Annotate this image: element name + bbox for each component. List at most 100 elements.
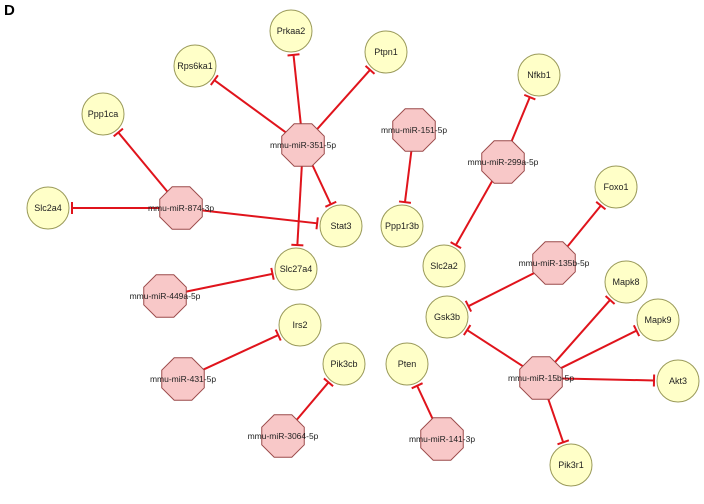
gene-label: Mapk8 bbox=[612, 277, 639, 287]
edge-m351-Stat3 bbox=[312, 164, 336, 207]
gene-label: Ppp1ca bbox=[88, 109, 119, 119]
gene-label: Ppp1r3b bbox=[385, 221, 419, 231]
edge-line bbox=[511, 97, 530, 142]
gene-label: Mapk9 bbox=[644, 315, 671, 325]
gene-label: Slc27a4 bbox=[280, 264, 313, 274]
mirna-label: mmu-miR-151-5p bbox=[381, 125, 447, 135]
edge-m299-Slc2a2 bbox=[451, 180, 493, 248]
edge-line bbox=[548, 398, 563, 442]
gene-node[interactable]: Pik3cb bbox=[323, 343, 365, 385]
edge-m15b-Gsk3b bbox=[464, 325, 524, 367]
gene-label: Pik3r1 bbox=[558, 460, 584, 470]
gene-node[interactable]: Prkaa2 bbox=[270, 10, 312, 52]
gene-node[interactable]: Ppp1ca bbox=[82, 93, 124, 135]
edge-m15b-Akt3 bbox=[562, 374, 654, 386]
edge-m874-Slc2a4 bbox=[72, 202, 160, 214]
mirna-label: mmu-miR-299a-5p bbox=[468, 157, 539, 167]
gene-label: Pten bbox=[398, 359, 417, 369]
mirna-label: mmu-miR-141-3p bbox=[409, 434, 475, 444]
edge-m874-Ppp1ca bbox=[114, 129, 168, 192]
mirna-label: mmu-miR-3064-5p bbox=[248, 431, 319, 441]
edge-line bbox=[202, 335, 278, 370]
mirna-node[interactable]: mmu-miR-874-3p bbox=[148, 187, 214, 230]
edge-m135-Gsk3b bbox=[466, 272, 536, 311]
gene-node[interactable]: Nfkb1 bbox=[518, 54, 560, 96]
gene-label: Slc2a4 bbox=[34, 203, 62, 213]
edge-m3064-Pik3cb bbox=[297, 378, 333, 420]
edge-line bbox=[555, 300, 610, 362]
mirna-label: mmu-miR-874-3p bbox=[148, 203, 214, 213]
edge-line bbox=[567, 206, 601, 247]
gene-label: Irs2 bbox=[292, 320, 307, 330]
mirna-node[interactable]: mmu-miR-299a-5p bbox=[468, 141, 539, 184]
edge-m351-Prkaa2 bbox=[288, 54, 301, 124]
edge-m449-Slc27a4 bbox=[186, 268, 274, 292]
gene-node[interactable]: Stat3 bbox=[320, 205, 362, 247]
gene-node[interactable]: Ptpn1 bbox=[365, 31, 407, 73]
gene-node[interactable]: Mapk8 bbox=[605, 261, 647, 303]
panel-label: D bbox=[4, 2, 15, 19]
inhibition-bar bbox=[316, 217, 317, 229]
mirna-label: mmu-miR-449a-5p bbox=[130, 291, 201, 301]
edge-m15b-Pik3r1 bbox=[548, 398, 569, 444]
mirna-label: mmu-miR-15b-5p bbox=[508, 373, 574, 383]
mirna-node[interactable]: mmu-miR-141-3p bbox=[409, 418, 475, 461]
edge-m351-Slc27a4 bbox=[291, 166, 303, 245]
edge-line bbox=[294, 55, 301, 124]
edge-line bbox=[312, 164, 331, 204]
mirna-label: mmu-miR-135b-5p bbox=[519, 258, 590, 268]
gene-node[interactable]: Ppp1r3b bbox=[381, 205, 423, 247]
mirna-node[interactable]: mmu-miR-431-5p bbox=[150, 358, 216, 401]
gene-node[interactable]: Rps6ka1 bbox=[174, 45, 216, 87]
edge-line bbox=[214, 80, 286, 132]
edge-line bbox=[405, 151, 411, 202]
edge-line bbox=[297, 382, 329, 420]
gene-node[interactable]: Gsk3b bbox=[426, 296, 468, 338]
inhibition-bar bbox=[288, 54, 300, 55]
gene-node[interactable]: Mapk9 bbox=[637, 299, 679, 341]
inhibition-bar bbox=[291, 245, 303, 246]
edge-line bbox=[118, 132, 167, 191]
gene-node[interactable]: Pik3r1 bbox=[550, 444, 592, 486]
edge-line bbox=[456, 180, 493, 245]
edge-line bbox=[467, 330, 523, 367]
edge-m351-Ptpn1 bbox=[317, 66, 375, 129]
gene-node[interactable]: Foxo1 bbox=[595, 166, 637, 208]
gene-label: Nfkb1 bbox=[527, 70, 551, 80]
gene-label: Foxo1 bbox=[603, 182, 628, 192]
gene-label: Stat3 bbox=[330, 221, 351, 231]
gene-node[interactable]: Slc27a4 bbox=[275, 248, 317, 290]
mirna-node[interactable]: mmu-miR-135b-5p bbox=[519, 242, 590, 285]
edge-m431-Irs2 bbox=[202, 330, 281, 371]
gene-label: Rps6ka1 bbox=[177, 61, 213, 71]
mirna-label: mmu-miR-351-5p bbox=[270, 140, 336, 150]
mirna-node[interactable]: mmu-miR-3064-5p bbox=[248, 415, 319, 458]
gene-node[interactable]: Pten bbox=[386, 343, 428, 385]
gene-label: Akt3 bbox=[669, 376, 687, 386]
inhibition-bar bbox=[399, 201, 411, 202]
inhibition-bar bbox=[271, 268, 273, 280]
edge-line bbox=[317, 70, 370, 129]
gene-label: Gsk3b bbox=[434, 312, 460, 322]
edge-m15b-Mapk8 bbox=[555, 296, 615, 362]
gene-node[interactable]: Irs2 bbox=[279, 304, 321, 346]
gene-node[interactable]: Akt3 bbox=[657, 360, 699, 402]
edge-m151-Ppp1r3b bbox=[399, 151, 411, 203]
nodes-layer: mmu-miR-351-5p mmu-miR-151-5p mmu-miR-299a… bbox=[27, 10, 699, 486]
gene-label: Pik3cb bbox=[330, 359, 357, 369]
edge-m141-Pten bbox=[412, 383, 433, 420]
gene-node[interactable]: Slc2a4 bbox=[27, 187, 69, 229]
mirna-node[interactable]: mmu-miR-151-5p bbox=[381, 109, 447, 152]
gene-node[interactable]: Slc2a2 bbox=[423, 245, 465, 287]
mirna-node[interactable]: mmu-miR-449a-5p bbox=[130, 275, 201, 318]
mirna-node[interactable]: mmu-miR-351-5p bbox=[270, 124, 336, 167]
edge-m874-Stat3 bbox=[202, 210, 318, 229]
edge-line bbox=[560, 331, 637, 369]
mirna-label: mmu-miR-431-5p bbox=[150, 374, 216, 384]
edge-m351-Rps6ka1 bbox=[211, 75, 286, 132]
edge-m135-Foxo1 bbox=[567, 202, 605, 247]
edge-line bbox=[468, 272, 535, 306]
gene-label: Prkaa2 bbox=[277, 26, 306, 36]
